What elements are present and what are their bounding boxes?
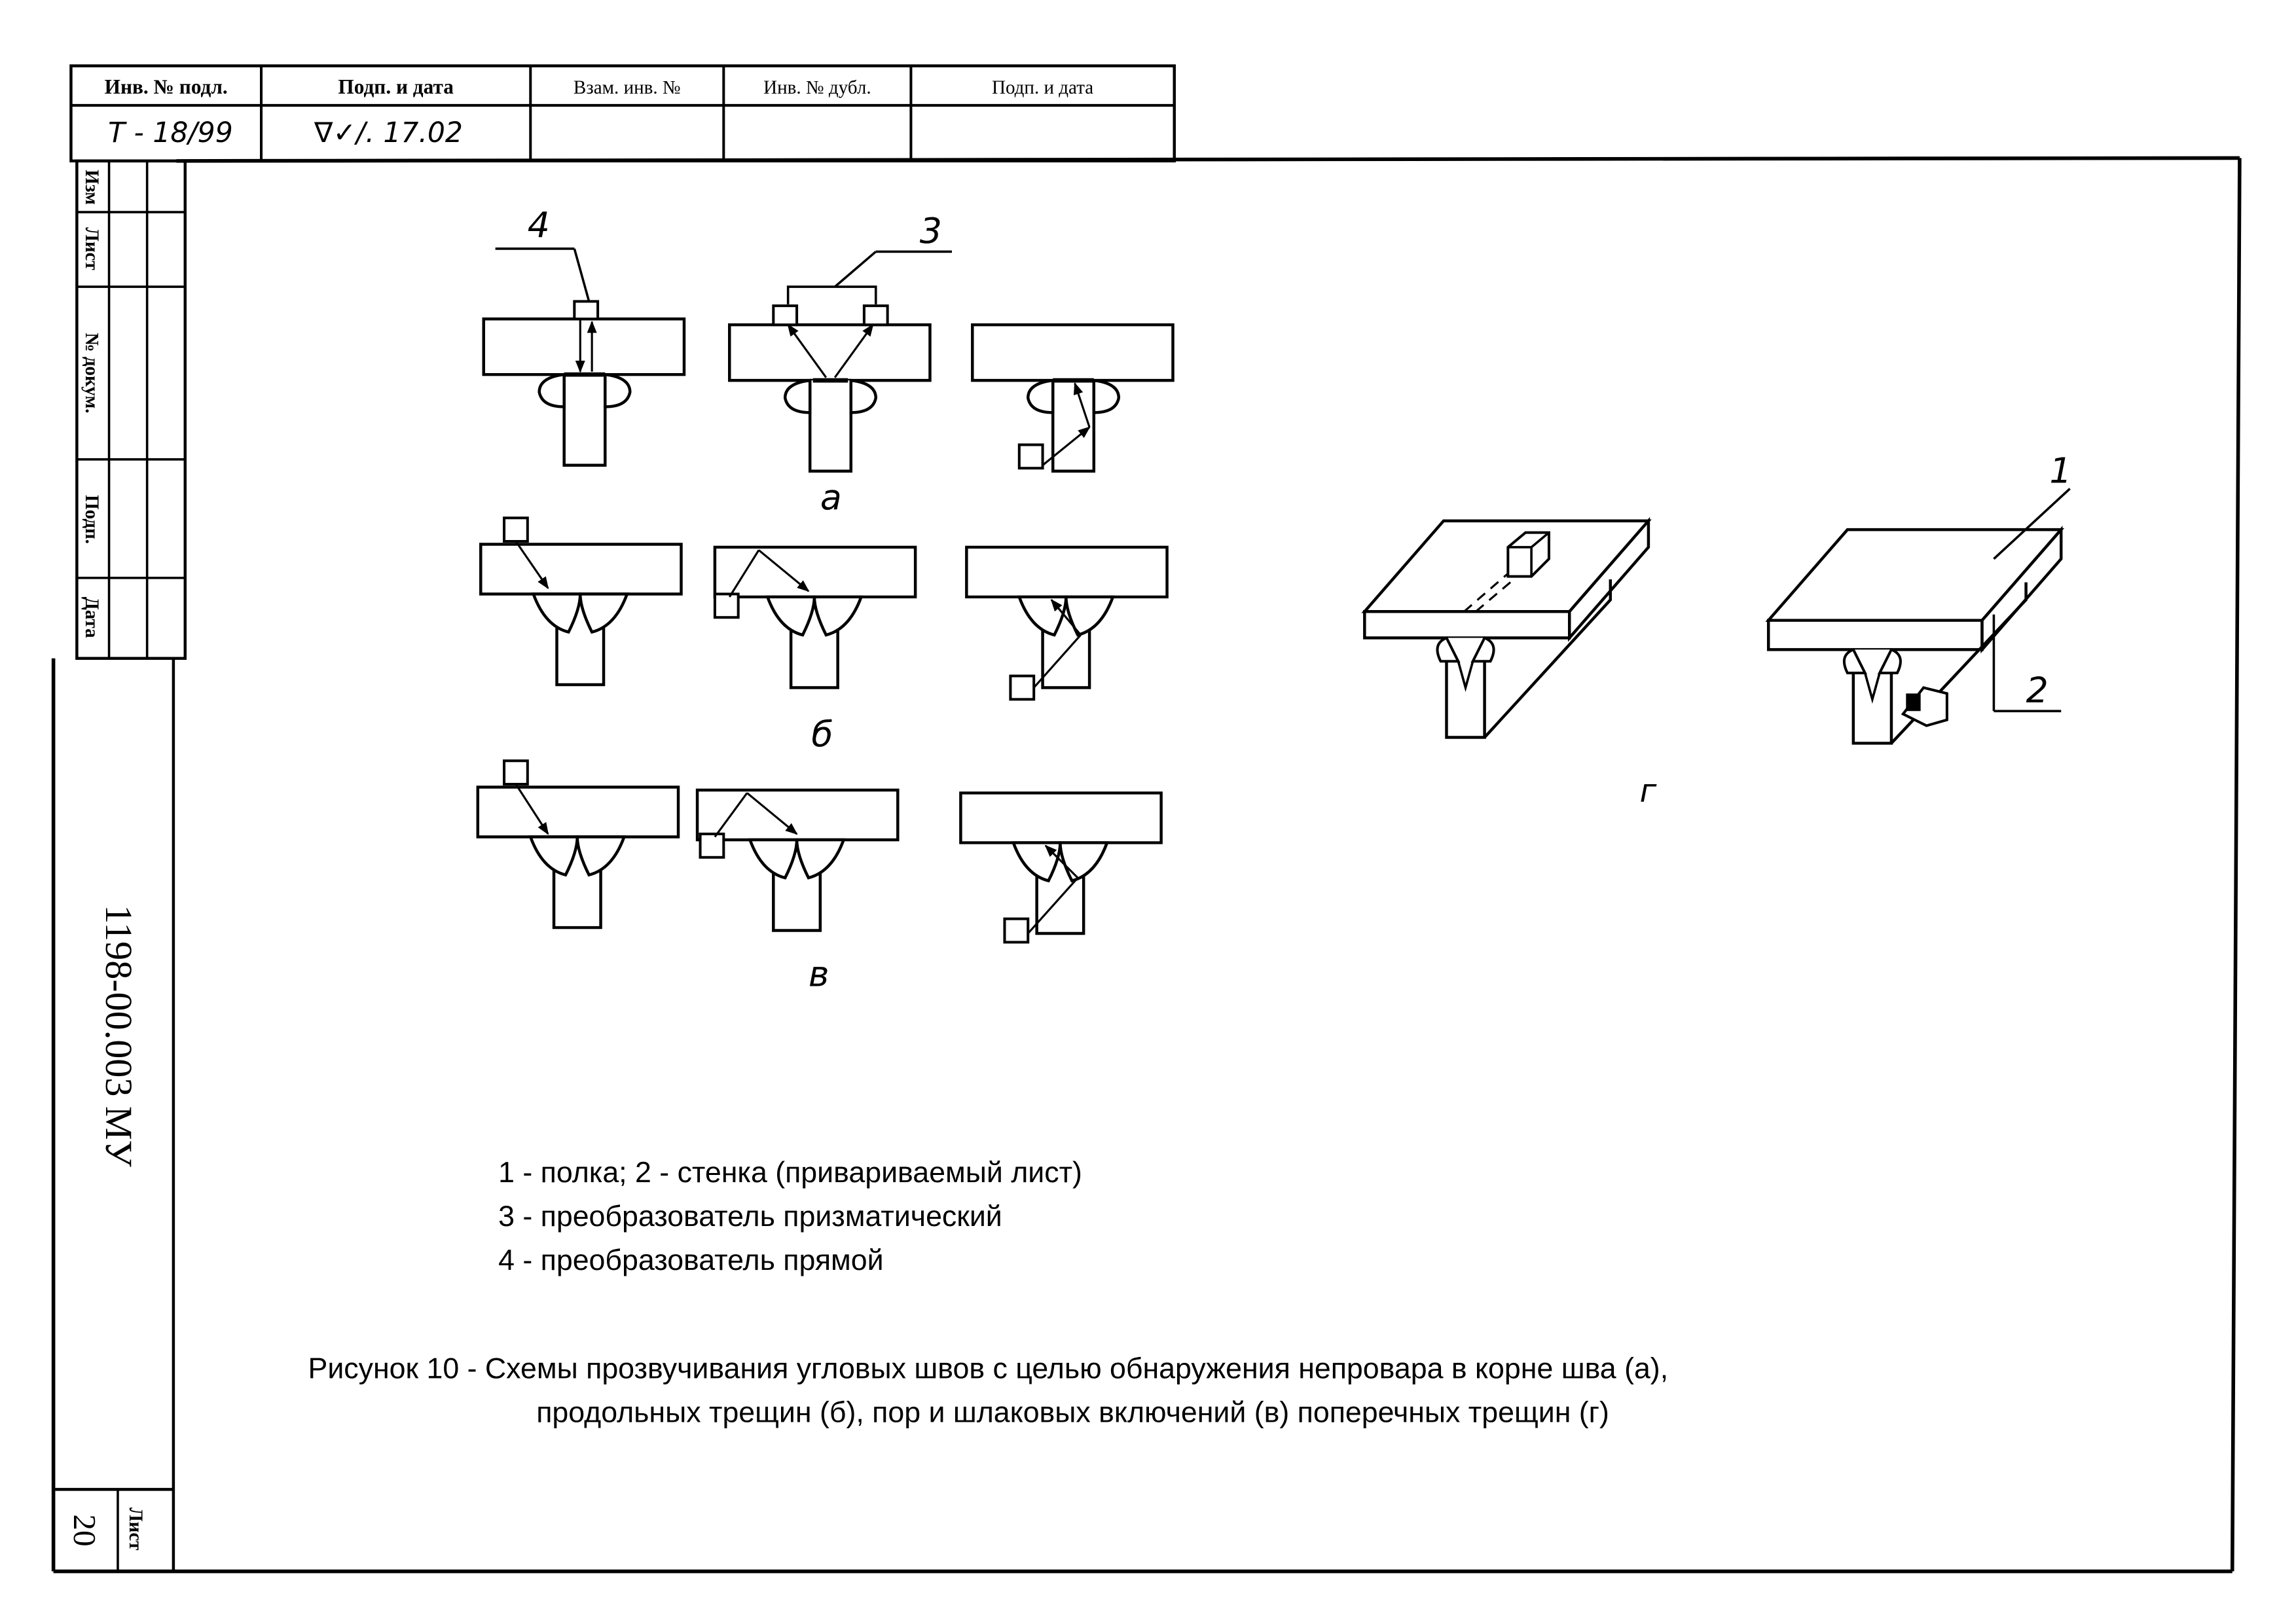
side-label-izm: Изм xyxy=(81,170,102,205)
stamp-header-podp-data-2: Подп. и дата xyxy=(992,77,1093,98)
group-label-b: б xyxy=(811,713,833,755)
callout-2: 2 xyxy=(2026,670,2049,711)
side-label-list: Лист xyxy=(81,227,102,270)
figure-legend: 1 - полка; 2 - стенка (привариваемый лис… xyxy=(498,1157,1082,1276)
sheet-number: 20 xyxy=(67,1514,103,1546)
legend-line-2: 3 - преобразователь призматический xyxy=(498,1200,1002,1233)
probe-4-leader: 4 xyxy=(495,204,591,302)
scheme-b-3 xyxy=(966,547,1167,701)
stamp-header-inv-dubl: Инв. № дубл. xyxy=(763,77,871,98)
legend-line-3: 4 - преобразователь прямой xyxy=(498,1244,883,1276)
stamp-value-podp-data: ∇✓/. 17.02 xyxy=(314,117,463,149)
figure-caption: Рисунок 10 - Схемы прозвучивания угловых… xyxy=(308,1352,1669,1428)
probe-3-leader: 3 xyxy=(786,210,952,304)
stamp-header-vzam-inv: Взам. инв. № xyxy=(574,77,681,98)
group-label-g: г xyxy=(1640,772,1658,810)
caption-line-1: Рисунок 10 - Схемы прозвучивания угловых… xyxy=(308,1352,1669,1384)
scheme-b-2 xyxy=(715,547,915,688)
legend-line-1: 1 - полка; 2 - стенка (привариваемый лис… xyxy=(498,1157,1082,1189)
scheme-v-1 xyxy=(478,759,678,928)
scheme-g-1 xyxy=(1361,516,1652,739)
sheet-label: Лист xyxy=(125,1507,146,1551)
stamp-header-podp-data: Подп. и дата xyxy=(338,75,454,98)
side-stamp-strip: Изм Лист № докум. Подп. Дата 1198-00.003… xyxy=(53,159,187,1572)
callout-4: 4 xyxy=(528,204,550,245)
group-label-v: в xyxy=(809,953,829,994)
scheme-a-3 xyxy=(972,325,1173,471)
scheme-g-2: 1 2 xyxy=(1765,450,2071,745)
top-stamp-table: Инв. № подл. Подп. и дата Взам. инв. № И… xyxy=(69,64,1176,163)
scheme-v-3 xyxy=(960,793,1161,944)
scheme-a-2 xyxy=(729,304,930,471)
scheme-a-1 xyxy=(484,300,684,465)
document-code: 1198-00.003 МУ xyxy=(98,905,140,1167)
callout-1: 1 xyxy=(2049,450,2071,492)
side-label-doc: № докум. xyxy=(81,333,102,413)
side-label-data: Дата xyxy=(81,597,102,638)
callout-3: 3 xyxy=(920,210,942,251)
caption-line-2: продольных трещин (б), пор и шлаковых вк… xyxy=(536,1397,1609,1429)
side-label-podp: Подп. xyxy=(81,495,102,544)
stamp-value-inv-podl: Т - 18/99 xyxy=(108,117,233,149)
group-label-a: а xyxy=(820,477,842,518)
scheme-v-2 xyxy=(697,790,898,931)
stamp-header-inv-podl: Инв. № подл. xyxy=(105,75,228,98)
scheme-b-1 xyxy=(481,516,681,685)
